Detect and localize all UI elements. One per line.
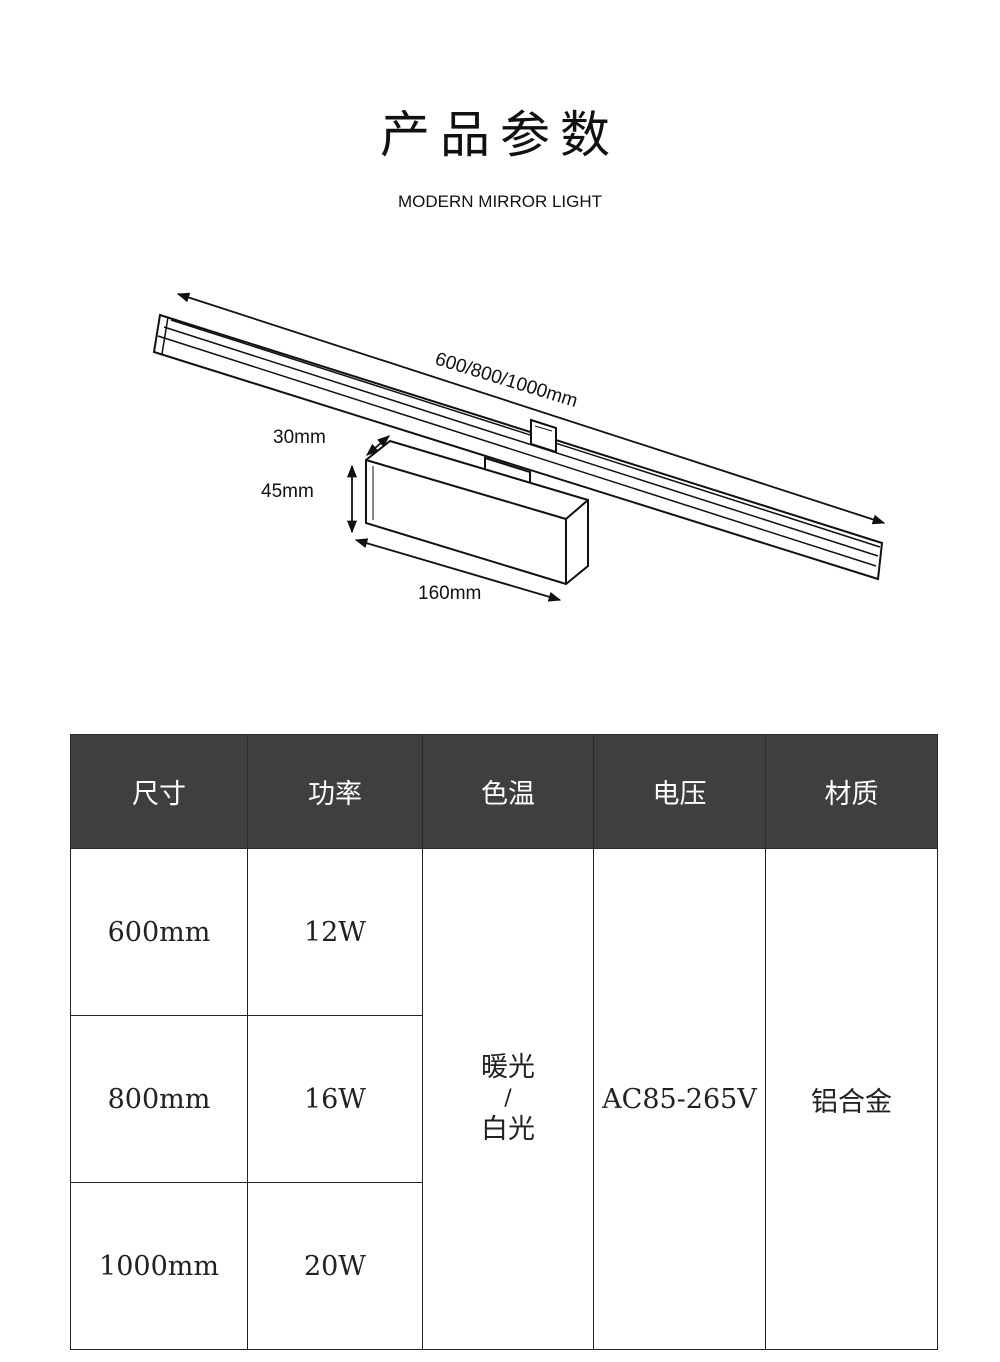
- height-dimension-label: 45mm: [261, 481, 314, 502]
- length-dimension-label: 600/800/1000mm: [433, 349, 581, 412]
- size-cell: 800mm: [70, 1015, 248, 1183]
- product-dimension-diagram: 600/800/1000mm 30mm 45mm 160mm: [152, 292, 886, 604]
- page-subtitle: MODERN MIRROR LIGHT: [398, 192, 602, 211]
- width-dimension-arrow: [354, 538, 562, 602]
- color-temp-white: 白光: [481, 1114, 535, 1145]
- header-material: 材质: [765, 734, 938, 849]
- power-cell: 12W: [247, 848, 423, 1016]
- color-temp-cell: 暖光 / 白光: [422, 848, 594, 1350]
- color-temp-separator: /: [504, 1086, 512, 1111]
- power-cell: 20W: [247, 1182, 423, 1350]
- table-row: 600mm 12W 暖光 / 白光 AC85-265V 铝合金: [70, 848, 938, 1350]
- dimension-lines: [176, 292, 886, 602]
- table-row: 1000mm 20W: [70, 1182, 938, 1350]
- header-voltage: 电压: [593, 734, 766, 849]
- depth-dimension-label: 30mm: [273, 427, 326, 448]
- spec-table: 尺寸 功率 色温 电压 材质 600mm 12W 暖光 / 白光 AC85-26…: [70, 734, 938, 1350]
- table-row: 800mm 16W: [70, 1015, 938, 1183]
- color-temp-warm: 暖光: [481, 1052, 535, 1083]
- header-power: 功率: [247, 734, 423, 849]
- header-color-temp: 色温: [422, 734, 594, 849]
- material-cell: 铝合金: [765, 848, 938, 1350]
- table-header-row: 尺寸 功率 色温 电压 材质: [70, 734, 938, 849]
- depth-dimension-arrow: [366, 435, 390, 456]
- voltage-cell: AC85-265V: [593, 848, 766, 1350]
- power-cell: 16W: [247, 1015, 423, 1183]
- header-size: 尺寸: [70, 734, 248, 849]
- length-dimension-arrow: [176, 292, 886, 525]
- width-dimension-label: 160mm: [418, 583, 481, 604]
- page-title: 产品参数: [380, 106, 620, 164]
- size-cell: 600mm: [70, 848, 248, 1016]
- size-cell: 1000mm: [70, 1182, 248, 1350]
